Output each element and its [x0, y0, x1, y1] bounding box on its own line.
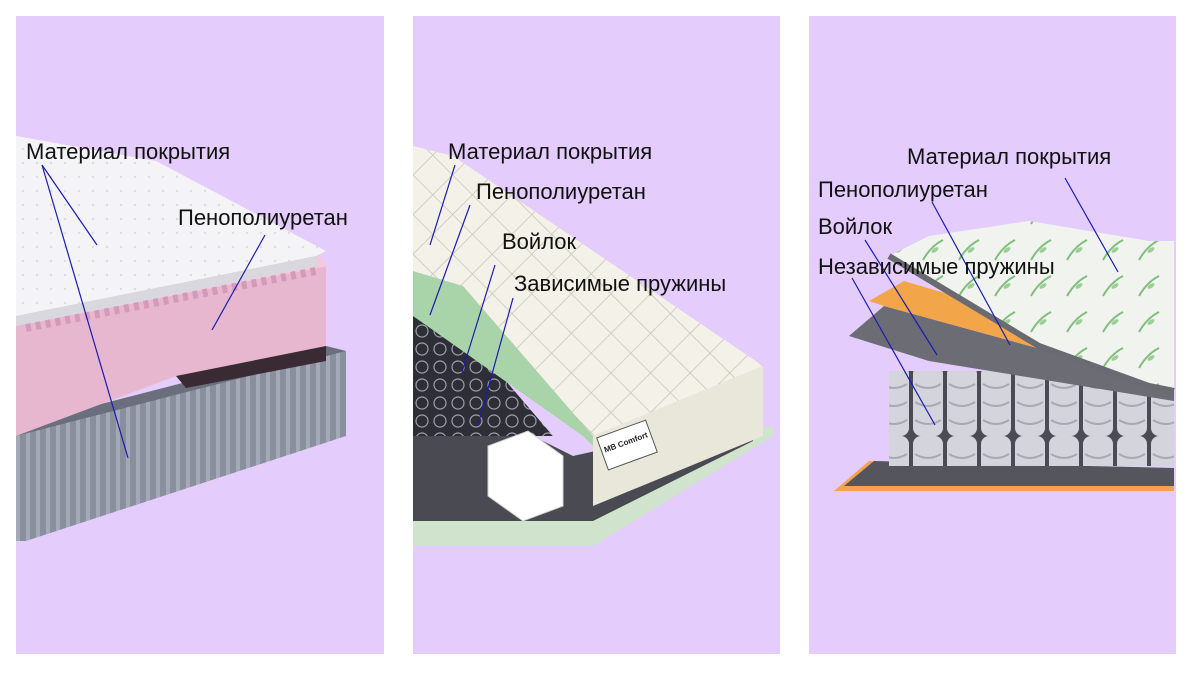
panel-3 — [809, 16, 1176, 654]
label-felt-3: Войлок — [818, 214, 893, 239]
label-foam-2: Пенополиуретан — [476, 179, 646, 204]
label-cover-3: Материал покрытия — [907, 144, 1112, 169]
panel-1 — [16, 16, 384, 654]
label-springs-2: Зависимые пружины — [514, 271, 727, 296]
mattress-illustration-2 — [413, 146, 773, 546]
mattress-illustration-3 — [834, 221, 1175, 491]
label-foam-3: Пенополиуретан — [818, 177, 988, 202]
label-cover-1: Материал покрытия — [26, 139, 231, 164]
label-foam-1: Пенополиуретан — [178, 205, 348, 230]
mattress-illustration-1 — [16, 136, 346, 541]
panel-2: MB Comfort — [413, 16, 780, 654]
label-cover-2: Материал покрытия — [448, 139, 653, 164]
label-springs-3: Независимые пружины — [818, 254, 1055, 279]
label-felt-2: Войлок — [502, 229, 577, 254]
